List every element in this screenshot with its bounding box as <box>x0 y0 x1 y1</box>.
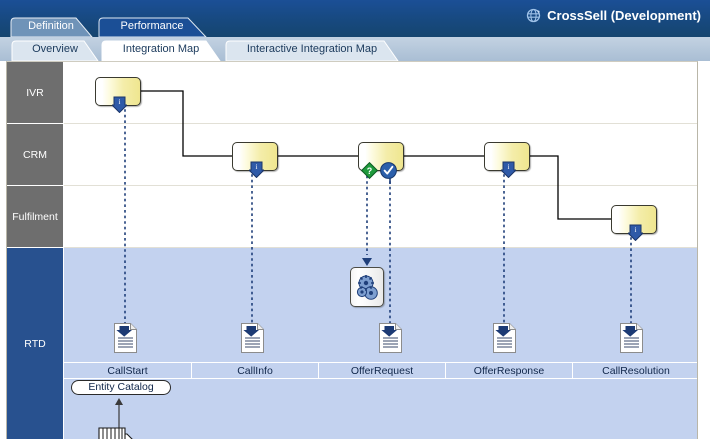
data-load-icon: i <box>626 224 645 242</box>
tab-definition-shape <box>8 17 94 38</box>
brand: CrossSell (Development) <box>526 8 701 23</box>
rtd-document-callstart[interactable] <box>114 323 137 353</box>
tab-interactive-integration-map[interactable]: Interactive Integration Map <box>224 40 400 64</box>
lane-ivr-header: IVR <box>7 62 63 124</box>
column-label-strip: CallStart CallInfo OfferRequest OfferRes… <box>64 362 697 379</box>
lane-fulfilment-header: Fulfilment <box>7 186 63 248</box>
svg-text:i: i <box>256 163 258 171</box>
secondary-tab-bar: Overview Integration Map Interactive Int… <box>0 37 710 64</box>
svg-text:i: i <box>635 226 637 234</box>
lane-crm-header: CRM <box>7 124 63 186</box>
primary-tab-bar: Definition Performance <box>0 17 710 38</box>
question-diamond-icon: ? <box>360 161 379 180</box>
column-label-callinfo: CallInfo <box>191 363 318 379</box>
rtd-document-callresolution[interactable] <box>620 323 643 353</box>
check-circle-icon <box>380 162 397 179</box>
tab-performance-label: Performance <box>120 20 184 32</box>
lane-ivr-body <box>64 62 697 124</box>
database-stack-icon[interactable] <box>95 424 143 439</box>
node-offerresponse-crm[interactable]: i <box>484 142 530 179</box>
tab-overview-label: Overview <box>32 43 78 55</box>
node-offerrequest-crm[interactable]: ? <box>358 142 404 180</box>
data-load-icon: i <box>110 96 129 114</box>
column-label-offerrequest: OfferRequest <box>318 363 445 379</box>
gears-icon <box>355 273 381 308</box>
rtd-document-offerrequest[interactable] <box>379 323 402 353</box>
svg-text:i: i <box>508 163 510 171</box>
title-bar: CrossSell (Development) Definition Perf <box>0 0 710 38</box>
entity-catalog-label[interactable]: Entity Catalog <box>71 380 171 395</box>
lane-ivr-label: IVR <box>26 86 44 99</box>
tab-integration-map[interactable]: Integration Map <box>100 40 222 64</box>
lane-fulfilment-body <box>64 186 697 248</box>
tab-overview[interactable]: Overview <box>10 40 100 64</box>
lane-rtd-header: RTD <box>7 248 63 439</box>
rtd-document-callinfo[interactable] <box>241 323 264 353</box>
tab-integration-map-label: Integration Map <box>122 43 200 55</box>
column-label-callstart: CallStart <box>107 365 148 377</box>
brand-title: CrossSell (Development) <box>547 8 701 23</box>
tab-performance[interactable]: Performance <box>96 17 208 38</box>
svg-text:i: i <box>119 98 121 106</box>
node-callresolution-fulfilment[interactable]: i <box>611 205 657 242</box>
tab-integration-map-shape <box>100 40 222 64</box>
node-callstart-ivr[interactable]: i <box>95 77 141 114</box>
entity-catalog-connector <box>115 398 123 428</box>
rtd-node-offerrequest-gears[interactable] <box>350 267 384 307</box>
tab-performance-shape <box>96 17 208 38</box>
data-load-icon: i <box>247 161 266 179</box>
tab-definition-label: Definition <box>28 20 74 32</box>
integration-map-canvas[interactable]: IVR CRM Fulfilment RTD <box>6 61 698 439</box>
lane-crm: CRM <box>7 124 697 186</box>
tab-overview-shape <box>10 40 100 64</box>
lane-fulfilment: Fulfilment <box>7 186 697 248</box>
svg-text:?: ? <box>367 166 373 176</box>
globe-icon <box>526 8 541 23</box>
lane-rtd-label: RTD <box>24 337 46 350</box>
tab-interactive-integration-map-shape <box>224 40 400 64</box>
column-label-callresolution: CallResolution <box>572 363 697 379</box>
rtd-document-offerresponse[interactable] <box>493 323 516 353</box>
lane-crm-label: CRM <box>23 148 47 161</box>
tab-interactive-integration-map-label: Interactive Integration Map <box>246 43 378 55</box>
tab-definition[interactable]: Definition <box>8 17 94 38</box>
column-label-offerresponse: OfferResponse <box>445 363 572 379</box>
data-load-icon: i <box>499 161 518 179</box>
node-callinfo-crm[interactable]: i <box>232 142 278 179</box>
lane-fulfilment-label: Fulfilment <box>12 210 58 223</box>
